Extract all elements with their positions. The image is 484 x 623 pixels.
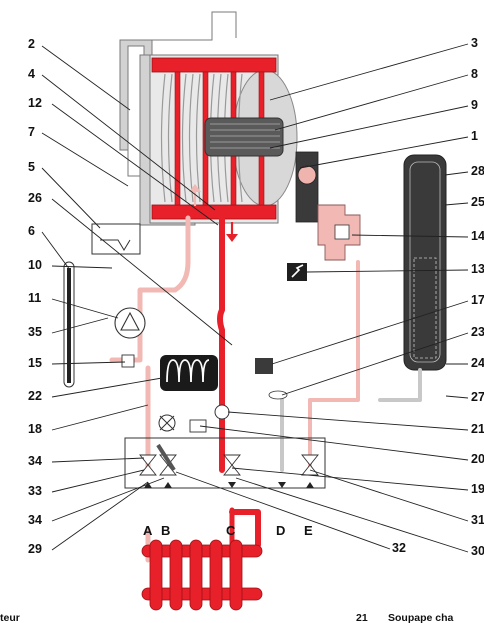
callout-9: 9 bbox=[471, 98, 478, 112]
connection-a: A bbox=[143, 523, 153, 538]
callout-8: 8 bbox=[471, 67, 478, 81]
legend-fragment-right: Soupape cha bbox=[388, 612, 454, 623]
callout-30: 30 bbox=[471, 544, 484, 558]
legend-fragments: teur 21 Soupape cha bbox=[0, 612, 454, 623]
leader-lines bbox=[41, 43, 469, 553]
callout-27: 27 bbox=[471, 390, 484, 404]
callout-15: 15 bbox=[28, 356, 42, 370]
callout-13: 13 bbox=[471, 262, 484, 276]
callout-28: 28 bbox=[471, 164, 484, 178]
callout-3: 3 bbox=[471, 36, 478, 50]
callout-23: 23 bbox=[471, 325, 484, 339]
callout-18: 18 bbox=[28, 422, 42, 436]
callout-5: 5 bbox=[28, 160, 35, 174]
callout-34: 34 bbox=[28, 454, 42, 468]
return-pipe bbox=[109, 215, 422, 563]
callout-1: 1 bbox=[471, 129, 478, 143]
callout-33: 33 bbox=[28, 484, 42, 498]
callout-19: 19 bbox=[471, 482, 484, 496]
callout-22: 22 bbox=[28, 389, 42, 403]
callout-25: 25 bbox=[471, 195, 484, 209]
legend-number-21: 21 bbox=[356, 612, 368, 623]
radiator-icon bbox=[141, 539, 263, 611]
callout-34b: 34 bbox=[28, 513, 42, 527]
callouts-right: 3 8 9 1 28 25 14 13 17 23 24 27 21 20 19… bbox=[471, 36, 484, 558]
expansion-vessel-icon bbox=[403, 154, 447, 371]
connection-d: D bbox=[276, 523, 285, 538]
callout-32: 32 bbox=[392, 541, 406, 555]
callout-12: 12 bbox=[28, 96, 42, 110]
connection-e: E bbox=[304, 523, 313, 538]
flow-arrow-icon bbox=[189, 184, 238, 242]
heating-flow-pipe bbox=[217, 216, 261, 563]
component-blocks bbox=[91, 223, 288, 433]
connection-letters: A B C D E bbox=[143, 523, 313, 538]
callout-6: 6 bbox=[28, 224, 35, 238]
connection-b: B bbox=[161, 523, 170, 538]
callouts-left: 2 4 12 7 5 26 6 10 11 35 15 22 18 34 33 … bbox=[28, 37, 42, 556]
callout-35: 35 bbox=[28, 325, 42, 339]
callout-17: 17 bbox=[471, 293, 484, 307]
callout-20: 20 bbox=[471, 452, 484, 466]
gauge-rod bbox=[63, 261, 75, 388]
callout-14: 14 bbox=[471, 229, 484, 243]
callout-11: 11 bbox=[28, 291, 41, 305]
callout-21: 21 bbox=[471, 422, 484, 436]
callout-24: 24 bbox=[471, 356, 484, 370]
callout-7: 7 bbox=[28, 125, 35, 139]
callout-26: 26 bbox=[28, 191, 42, 205]
connection-c: C bbox=[226, 523, 236, 538]
callout-2: 2 bbox=[28, 37, 35, 51]
legend-fragment-left: teur bbox=[0, 612, 20, 623]
callout-4: 4 bbox=[28, 67, 35, 81]
pump-icon bbox=[114, 307, 146, 339]
plate-exchanger bbox=[160, 355, 218, 391]
callout-29: 29 bbox=[28, 542, 42, 556]
ignition-icon bbox=[287, 263, 307, 281]
callout-31: 31 bbox=[471, 513, 484, 527]
gas-valve-icon bbox=[317, 204, 361, 261]
callout-10: 10 bbox=[28, 258, 42, 272]
heat-exchanger-icon bbox=[149, 54, 319, 224]
valve-box bbox=[124, 437, 326, 489]
